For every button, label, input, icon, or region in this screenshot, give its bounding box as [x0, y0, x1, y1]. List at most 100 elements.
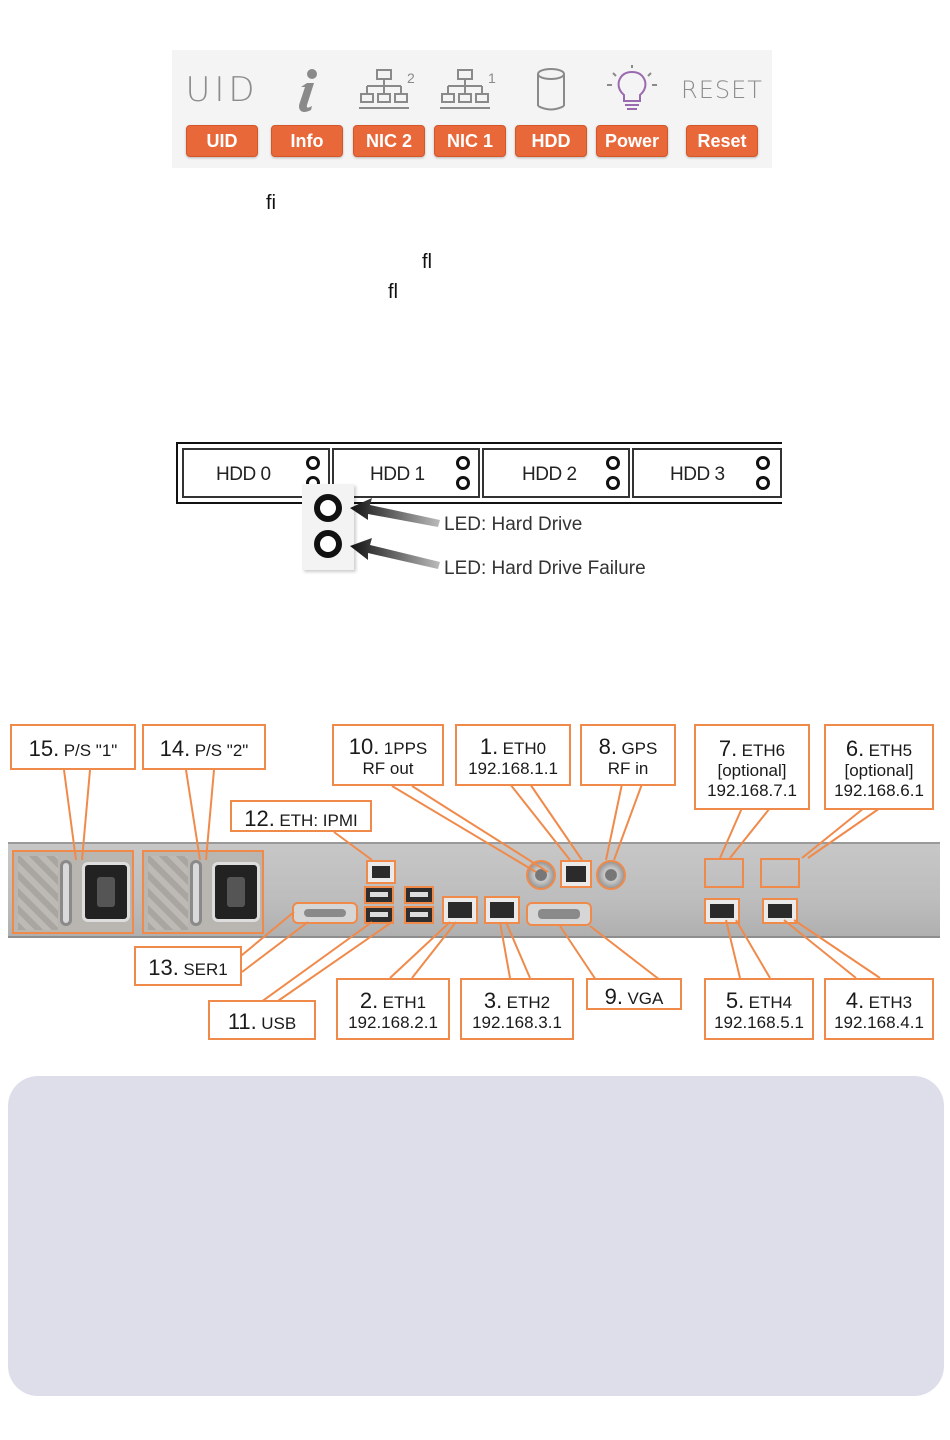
hdd-failure-led: [756, 476, 770, 490]
uid-button[interactable]: UID: [186, 125, 258, 157]
eth6-slot: [704, 858, 744, 888]
led-zoom-callout: [302, 484, 354, 570]
callout-number: 11.: [227, 1009, 257, 1034]
callout-10-1pps: 10. 1PPS RF out: [332, 724, 444, 786]
callout-number: 14.: [159, 736, 191, 761]
callout-text: 1PPS: [383, 739, 428, 758]
hdd-activity-led: [606, 456, 620, 470]
callout-number: 7.: [718, 736, 738, 761]
callout-text: ETH2: [506, 993, 551, 1012]
ligature-fl-2: ﬂ: [388, 281, 398, 303]
front-panel-item-info: Info: [267, 58, 347, 166]
eth1-port: [442, 896, 478, 924]
callout-8-gps: 8. GPS RF in: [580, 724, 676, 786]
ligature-fl-1: ﬂ: [422, 251, 432, 273]
reset-glyph-text: RESET: [681, 76, 763, 104]
front-panel-item-nic1: 1 NIC 1: [430, 58, 510, 166]
callout-subtext: 192.168.1.1: [468, 759, 558, 779]
hdd-bay-label: HDD 3: [670, 464, 725, 485]
callout-subtext: 192.168.2.1: [348, 1013, 438, 1033]
eth-ipmi-port: [366, 860, 396, 884]
callout-number: 12.: [244, 806, 275, 831]
callout-number: 9.: [604, 984, 623, 1009]
front-panel-item-hdd: HDD: [511, 58, 591, 166]
callout-text: USB: [261, 1014, 297, 1033]
callout-subtext: 192.168.5.1: [714, 1013, 804, 1033]
usb-port: [364, 886, 394, 904]
nic1-suffix: 1: [488, 70, 496, 86]
callout-number: 4.: [845, 988, 865, 1013]
serial-port: [292, 902, 358, 924]
power-socket-icon: [212, 862, 260, 922]
callout-subtext: 192.168.7.1: [707, 780, 797, 800]
hdd-bay-panel: HDD 0 HDD 1 HDD 2 HDD 3: [176, 442, 782, 504]
callout-9-vga: 9. VGA: [586, 978, 682, 1010]
power-supply-2: [142, 850, 264, 934]
usb-port: [404, 886, 434, 904]
eth3-port: [762, 898, 798, 924]
callout-subtext: 192.168.3.1: [472, 1013, 562, 1033]
power-supply-1: [12, 850, 134, 934]
hdd-button[interactable]: HDD: [515, 125, 587, 157]
callout-12-eth-ipmi: 12. ETH: IPMI: [230, 800, 372, 832]
front-panel-item-reset: RESET Reset: [681, 58, 763, 166]
arrow-icon: [350, 498, 440, 569]
callout-number: 10.: [348, 734, 380, 759]
front-panel-item-nic2: 2 NIC 2: [349, 58, 429, 166]
eth5-slot: [760, 858, 800, 888]
callout-number: 1.: [479, 734, 499, 759]
hdd-failure-led: [456, 476, 470, 490]
callout-text: ETH1: [382, 993, 427, 1012]
psu-vent: [148, 856, 188, 930]
callout-11-usb: 11. USB: [208, 1000, 316, 1040]
callout-number: 8.: [598, 734, 617, 759]
callout-text: P/S "2": [194, 741, 249, 760]
uid-text-icon: UID: [182, 64, 262, 116]
usb-port: [364, 906, 394, 924]
callout-subtext: 192.168.6.1: [834, 780, 924, 800]
power-button[interactable]: Power: [596, 125, 668, 157]
nic2-button[interactable]: NIC 2: [353, 125, 425, 157]
network-2-icon: 2: [349, 64, 429, 116]
1pps-connector: [526, 860, 556, 890]
hdd-activity-led: [456, 456, 470, 470]
hdd-bay-1: HDD 1: [332, 448, 480, 498]
callout-13-ser1: 13. SER1: [134, 946, 242, 986]
psu-handle: [60, 860, 72, 926]
callout-number: 6.: [845, 736, 865, 761]
callout-number: 2.: [359, 988, 379, 1013]
eth4-port: [704, 898, 740, 924]
gps-connector: [596, 860, 626, 890]
callout-number: 13.: [148, 955, 179, 980]
callout-1-eth0: 1. ETH0 192.168.1.1: [455, 724, 571, 786]
psu-handle: [190, 860, 202, 926]
callout-5-eth4: 5. ETH4 192.168.5.1: [704, 978, 814, 1040]
info-button[interactable]: Info: [271, 125, 343, 157]
callout-15-ps1: 15. P/S "1": [10, 724, 136, 770]
callout-text: ETH: IPMI: [279, 811, 358, 830]
callout-3-eth2: 3. ETH2 192.168.3.1: [460, 978, 574, 1040]
callout-number: 5.: [725, 988, 745, 1013]
network-1-icon: 1: [430, 64, 510, 116]
callout-4-eth3: 4. ETH3 192.168.4.1: [824, 978, 934, 1040]
callout-7-eth6: 7. ETH6 [optional] 192.168.7.1: [694, 724, 810, 810]
lightbulb-icon: [592, 64, 672, 116]
nic1-button[interactable]: NIC 1: [434, 125, 506, 157]
reset-button[interactable]: Reset: [686, 125, 758, 157]
callout-text: VGA: [627, 989, 664, 1008]
hard-drive-icon: [511, 64, 591, 116]
hdd-bay-label: HDD 2: [522, 464, 577, 485]
callout-text: GPS: [621, 739, 658, 758]
callout-text: ETH5: [868, 741, 913, 760]
hdd-bay-3: HDD 3: [632, 448, 782, 498]
callout-text: ETH3: [868, 993, 913, 1012]
callout-number: 3.: [483, 988, 503, 1013]
callout-14-ps2: 14. P/S "2": [142, 724, 266, 770]
callout-6-eth5: 6. ETH5 [optional] 192.168.6.1: [824, 724, 934, 810]
note-card: [8, 1076, 944, 1396]
zoom-led-hard-drive: [314, 494, 342, 522]
callout-text: ETH4: [748, 993, 793, 1012]
front-panel-item-power: Power: [592, 58, 672, 166]
led-caption-hard-drive-failure: LED: Hard Drive Failure: [444, 558, 646, 579]
hdd-bay-label: HDD 0: [216, 464, 271, 485]
